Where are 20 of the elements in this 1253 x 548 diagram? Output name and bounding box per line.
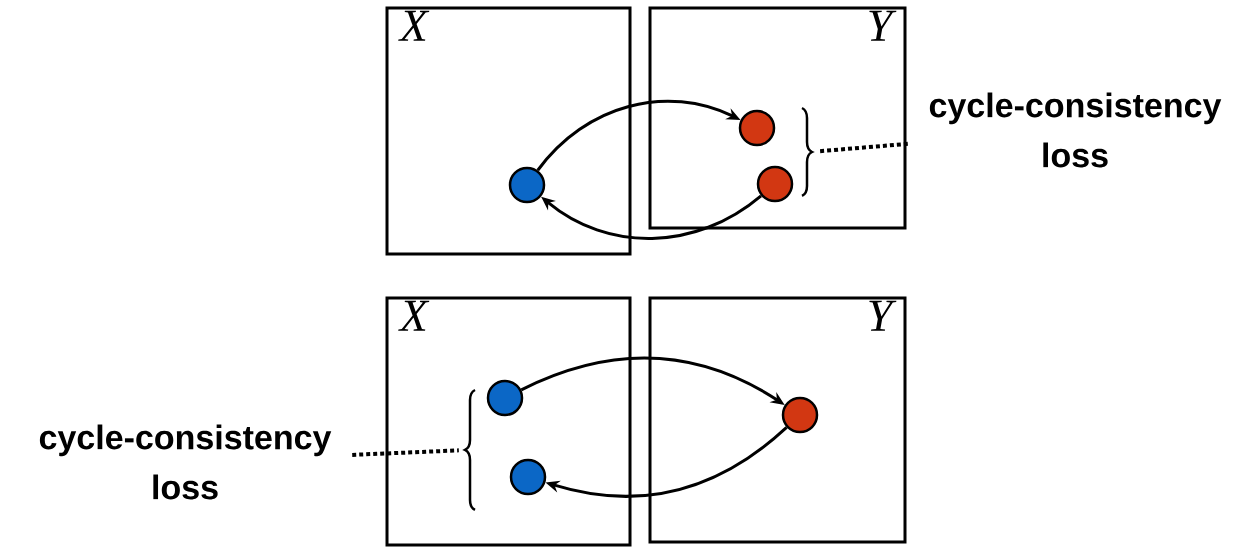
sample-dot [509,458,547,496]
curly-brace [463,389,476,511]
leader-line [818,141,908,154]
axis-letter: X [398,10,430,41]
axis-letter: X [398,300,430,331]
sample-dot [486,379,524,417]
loss-label: cycle-consistency loss [929,92,1222,168]
leader-line [352,448,459,457]
axis-letter: Y [869,300,897,331]
axis-letter: Y [869,10,897,41]
panel-box [385,296,632,547]
panel-box [648,6,907,230]
sample-dot [508,166,546,204]
panel-box [648,296,907,544]
sample-dot [781,396,819,434]
sample-dot [756,165,794,203]
curly-brace [801,107,814,197]
loss-label: cycle-consistency loss [39,424,332,500]
sample-dot [738,109,776,147]
panel-box [385,6,632,256]
